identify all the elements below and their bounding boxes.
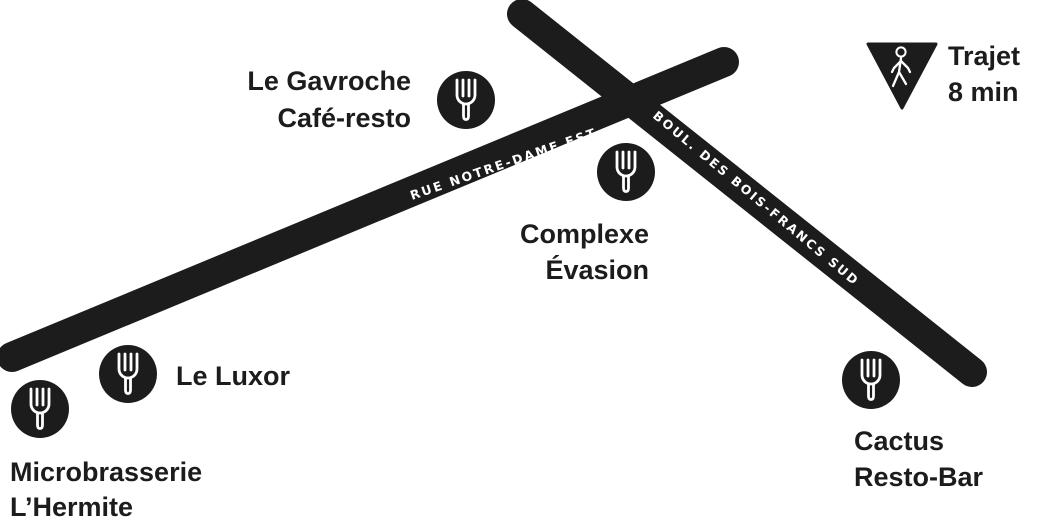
place-complexe-evasion[interactable]: Complexe Évasion: [520, 143, 655, 285]
legend-line-2: 8 min: [948, 77, 1019, 107]
travel-time-legend: Trajet 8 min: [866, 41, 1020, 110]
road-rue-notre-dame-est: [0, 47, 739, 372]
place-label-microbrasserie-2: L’Hermite: [10, 492, 133, 521]
place-le-luxor[interactable]: Le Luxor: [99, 345, 291, 403]
place-label-cactus-1: Cactus: [854, 426, 944, 456]
place-label-le-luxor: Le Luxor: [176, 361, 291, 391]
place-label-complexe-evasion-2: Évasion: [545, 254, 649, 285]
street-label-notre-dame: RUE NOTRE-DAME EST: [408, 125, 599, 203]
fork-icon: [842, 351, 900, 409]
street-label-bois-francs: BOUL. DES BOIS-FRANCS SUD: [650, 108, 863, 289]
place-cactus-resto-bar[interactable]: Cactus Resto-Bar: [842, 351, 984, 492]
fork-icon: [437, 71, 495, 129]
legend-line-1: Trajet: [948, 41, 1020, 71]
pedestrian-icon: [866, 42, 938, 110]
place-le-gavroche[interactable]: Le Gavroche Café-resto: [247, 66, 495, 133]
place-label-le-gavroche-2: Café-resto: [277, 103, 411, 133]
place-microbrasserie-lhermite[interactable]: Microbrasserie L’Hermite: [10, 380, 202, 521]
fork-icon: [99, 345, 157, 403]
fork-icon: [597, 143, 655, 201]
place-label-cactus-2: Resto-Bar: [854, 462, 984, 492]
place-label-le-gavroche-1: Le Gavroche: [247, 66, 411, 96]
road-boul-des-bois-francs-sud: [507, 0, 987, 387]
place-label-microbrasserie-1: Microbrasserie: [10, 457, 202, 487]
place-label-complexe-evasion-1: Complexe: [520, 219, 649, 249]
fork-icon: [11, 380, 69, 438]
